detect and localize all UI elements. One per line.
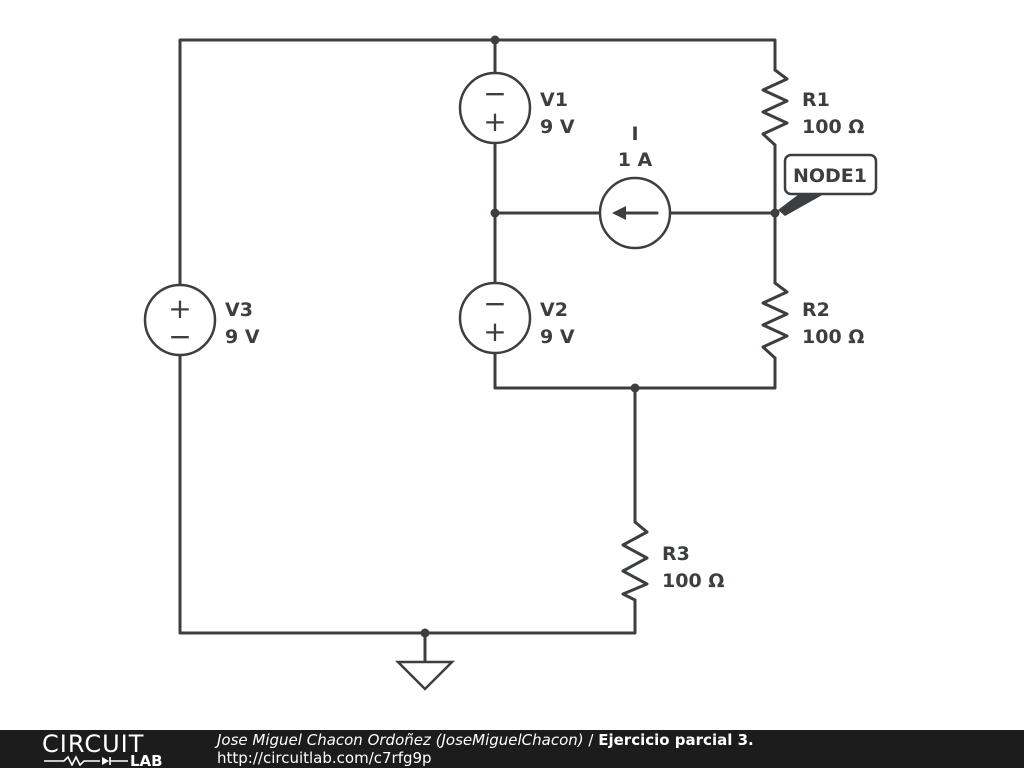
r1-value-label: 100 Ω	[802, 116, 864, 138]
footer-bar: CIRCUIT LAB Jose Miguel Chacon Ordoñez (…	[0, 730, 1024, 768]
i-name-label: I	[631, 123, 638, 145]
v1-minus-sign: −	[483, 77, 506, 110]
wires	[178, 38, 777, 664]
v3-minus-sign: −	[168, 320, 191, 353]
logo-lab: LAB	[130, 752, 163, 766]
v1-value-label: 9 V	[540, 116, 575, 138]
resistor-r2[interactable]	[761, 281, 789, 360]
v1-name-label: V1	[540, 89, 568, 111]
circuitlab-logo[interactable]: CIRCUIT LAB	[42, 732, 177, 766]
r3-name-label: R3	[662, 543, 690, 565]
v3-name-label: V3	[225, 299, 253, 321]
voltage-source-v3[interactable]: + −	[143, 283, 217, 357]
ground-symbol	[394, 660, 456, 691]
junction-dots	[420, 35, 780, 638]
v3-plus-sign: +	[168, 292, 191, 325]
v2-plus-sign: +	[483, 315, 506, 348]
i-value-label: 1 A	[618, 149, 653, 171]
v2-value-label: 9 V	[540, 326, 575, 348]
credit-separator: /	[588, 731, 594, 749]
r3-value-label: 100 Ω	[662, 570, 724, 592]
r2-value-label: 100 Ω	[802, 326, 864, 348]
current-source-i[interactable]	[598, 176, 672, 250]
voltage-source-v2[interactable]: − +	[458, 281, 532, 355]
logo-resistor-icon	[44, 755, 100, 766]
r1-name-label: R1	[802, 89, 830, 111]
v2-name-label: V2	[540, 299, 568, 321]
r2-name-label: R2	[802, 299, 830, 321]
voltage-source-v1[interactable]: − +	[458, 71, 532, 145]
credit-line: Jose Miguel Chacon Ordoñez (JoseMiguelCh…	[217, 731, 754, 749]
v2-minus-sign: −	[483, 287, 506, 320]
logo-diode-icon	[102, 757, 109, 765]
resistor-r1[interactable]	[761, 68, 789, 147]
node-label-text: NODE1	[793, 165, 867, 187]
circuit-schematic: − + V1 9 V − + V2 9 V + − V3 9 V I 1 A R…	[143, 35, 878, 691]
resistor-r3[interactable]	[621, 520, 649, 602]
author-name[interactable]: Jose Miguel Chacon Ordoñez (JoseMiguelCh…	[217, 731, 584, 749]
v3-value-label: 9 V	[225, 326, 260, 348]
v1-plus-sign: +	[483, 105, 506, 138]
logo-word: CIRCUIT	[42, 732, 144, 758]
circuit-title[interactable]: Ejercicio parcial 3.	[598, 731, 754, 749]
node-label-tag[interactable]: NODE1	[778, 153, 878, 216]
current-arrow-icon	[612, 206, 626, 220]
circuit-url-link[interactable]: http://circuitlab.com/c7rfg9p	[217, 749, 432, 767]
